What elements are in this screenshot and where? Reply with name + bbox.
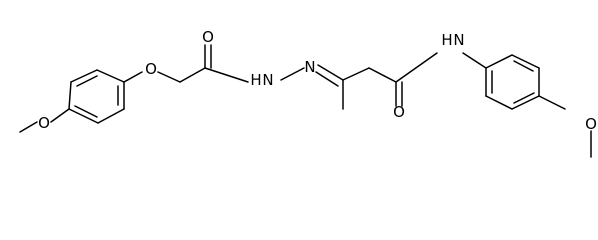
bond-left-ring-inner-3: [74, 105, 98, 118]
bond-left-ring-inner-1: [76, 75, 98, 87]
bond-amide-n-to-ring: [462, 52, 487, 69]
bond-left-ring-6: [68, 108, 99, 124]
atom-label-amide-n: N: [453, 31, 464, 49]
bond-right-ring-to-o: [538, 95, 566, 110]
bond-carbonyl-2-to-nh: [395, 52, 438, 83]
bond-left-ring-5: [97, 108, 125, 124]
atom-label-carbonyl-o-2: O: [393, 103, 405, 121]
bond-ether-o-to-ch2: [157, 71, 181, 83]
bond-ring-to-ether-o: [123, 71, 143, 83]
bond-carbonyl-to-nh: [204, 67, 249, 83]
bond-left-o-ring: [50, 108, 70, 123]
bond-right-ring-2: [485, 95, 513, 110]
bond-right-ring-6: [485, 54, 513, 69]
atom-label-ether-o: O: [145, 60, 157, 78]
atom-label-right-methoxy-o: O: [585, 115, 597, 133]
atom-label-amide-h: H: [441, 31, 452, 49]
bond-left-ring-3: [96, 69, 125, 83]
bond-imine-b: [315, 71, 339, 87]
atom-label-left-methoxy-o: O: [38, 114, 50, 132]
bond-right-ring-5: [511, 54, 540, 69]
bond-ch2-to-carbonyl-2: [368, 67, 397, 83]
atom-label-hydrazide-n: N: [262, 71, 273, 89]
bond-imine-a: [317, 64, 344, 81]
bond-layer: [19, 44, 592, 158]
bond-left-ring-1: [68, 81, 72, 110]
bond-left-methyl-o: [19, 121, 38, 133]
bond-imine-c-ch2: [342, 67, 370, 81]
atom-labels: O O O N H N O H N O: [38, 28, 597, 133]
bond-left-ring-2: [70, 69, 98, 83]
bond-right-ring-inner-2: [513, 92, 535, 104]
molecule-structure: O O O N H N O H N O: [19, 28, 597, 158]
atom-label-imine-n: N: [304, 58, 315, 76]
bond-nh-to-n: [280, 67, 305, 81]
atom-label-hydrazide-h: H: [250, 71, 261, 89]
bond-right-ring-inner-3: [513, 60, 534, 72]
atom-label-carbonyl-o-1: O: [202, 28, 214, 46]
structure-canvas: O O O N H N O H N O: [19, 28, 597, 158]
bond-right-ring-3: [511, 95, 540, 110]
bond-ch2-to-carbonyl: [179, 67, 206, 83]
